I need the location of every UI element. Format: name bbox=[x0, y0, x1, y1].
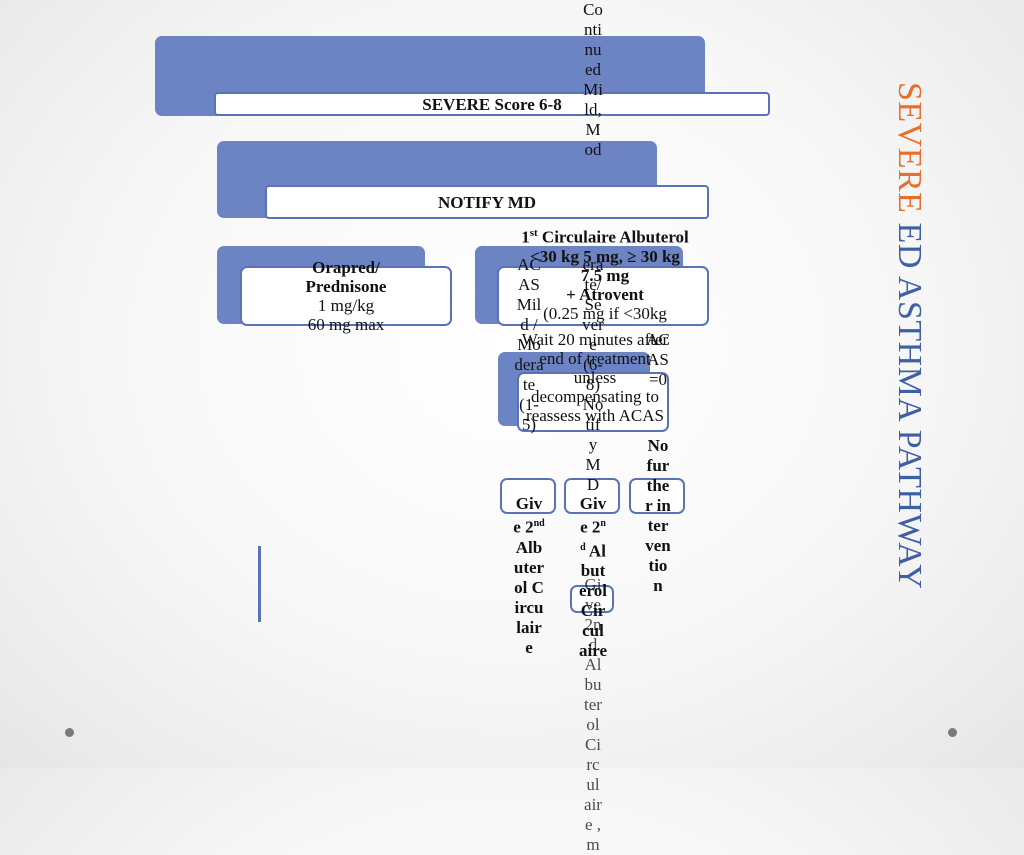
corner-dot-left bbox=[65, 728, 74, 737]
corner-dot-right bbox=[948, 728, 957, 737]
severe-action-text: Give 2nd Albuterol Circulaire bbox=[578, 494, 607, 661]
vertical-line bbox=[258, 546, 261, 622]
acas-mild-label: ACAS Mild / Moderate (1-5) bbox=[514, 255, 544, 434]
orapred-dose: 1 mg/kg bbox=[317, 296, 375, 315]
albuterol-line3: + Atrovent bbox=[566, 284, 644, 304]
zero-result-box bbox=[629, 478, 685, 514]
reassess-box bbox=[517, 372, 669, 432]
orapred-max: 60 mg max bbox=[307, 315, 385, 334]
albuterol-line4: (0.25 mg if <30kg bbox=[543, 303, 667, 323]
notify-md-label: NOTIFY MD bbox=[437, 192, 537, 212]
albuterol-line2: <30 kg 5 mg, ≥ 30 kg 7.5 mg bbox=[530, 246, 680, 285]
albuterol-text: 1st Circulaire Albuterol <30 kg 5 mg, ≥ … bbox=[520, 224, 690, 323]
page-title: SEVERE ED ASTHMA PATHWAY bbox=[868, 82, 928, 672]
reassess-text: Wait 20 minutes after end of treatment u… bbox=[521, 330, 669, 425]
severe-lower-label: Give 2nd Albuterol Circulaire , m bbox=[584, 575, 602, 854]
severe-action-box bbox=[570, 585, 614, 613]
albuterol-box bbox=[497, 266, 709, 326]
acas-zero-label: ACAS =0 bbox=[646, 330, 670, 389]
no-further-text: No further intervention bbox=[645, 436, 671, 595]
severe-label: erate/Severe (6-8) Notify MD bbox=[582, 255, 604, 494]
mild-action-text: Give 2nd Albuterol Circulaire bbox=[513, 494, 545, 657]
continued-label: Continued Mild, Mod bbox=[583, 0, 603, 159]
orapred-box: Orapred/ Prednisone 1 mg/kg 60 mg max bbox=[240, 258, 452, 334]
severe-score-box: SEVERE Score 6-8 bbox=[214, 92, 770, 116]
albuterol-line1: 1st Circulaire Albuterol bbox=[521, 227, 689, 247]
notify-md-box: NOTIFY MD bbox=[265, 185, 709, 219]
orapred-name: Orapred/ Prednisone bbox=[305, 258, 387, 296]
mild-result-box bbox=[500, 478, 556, 514]
severe-score-label: SEVERE Score 6-8 bbox=[422, 94, 562, 114]
title-accent: SEVERE bbox=[891, 82, 928, 214]
title-rest: ED ASTHMA PATHWAY bbox=[891, 213, 928, 590]
severe-result-box bbox=[564, 478, 620, 514]
